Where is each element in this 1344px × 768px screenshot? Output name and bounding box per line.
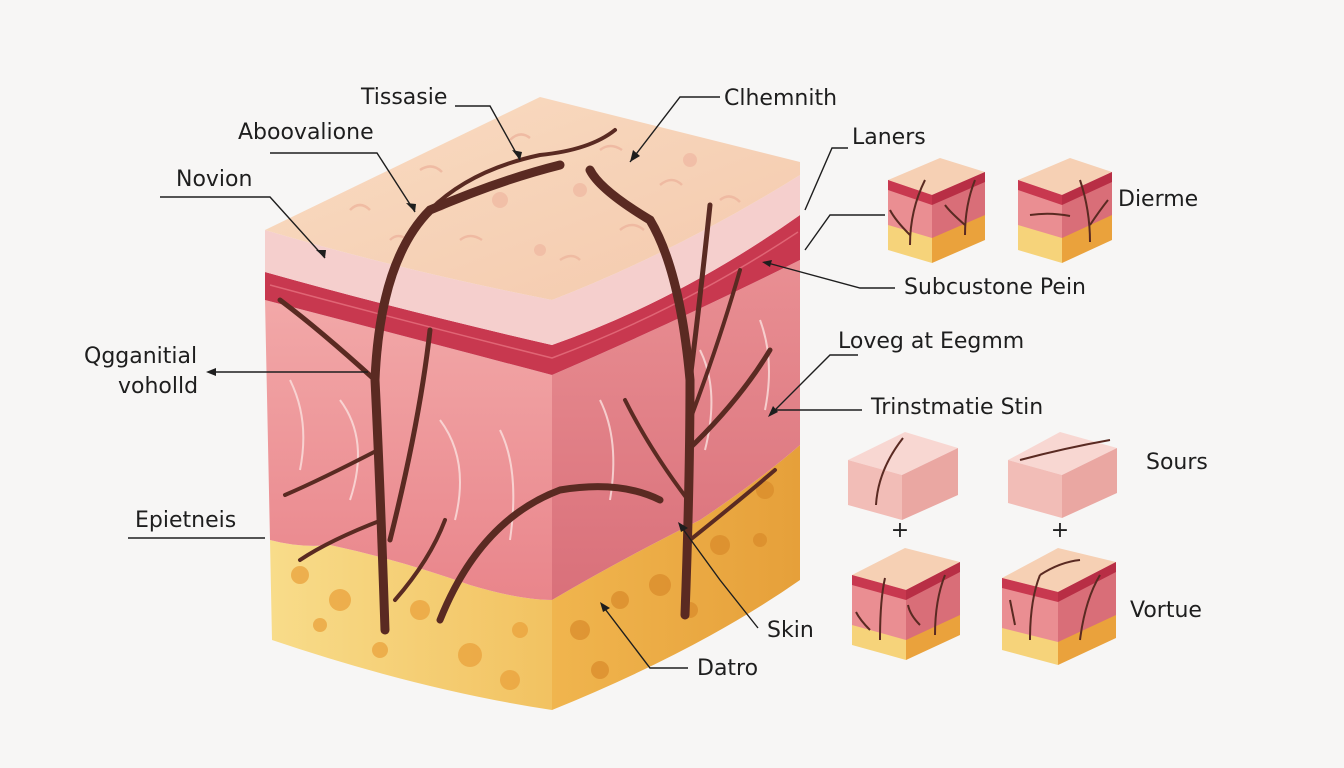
- label-epietneis: Epietneis: [135, 508, 236, 533]
- mini-block-f: [1002, 548, 1116, 665]
- fat-cells: [291, 566, 528, 690]
- label-aboovalione: Aboovalione: [238, 120, 374, 145]
- label-sours: Sours: [1146, 450, 1208, 475]
- main-skin-block: [265, 97, 800, 710]
- mini-block-e: [852, 548, 960, 660]
- label-clhemnith: Clhemnith: [724, 86, 837, 111]
- mini-block-c: [848, 432, 958, 520]
- mini-block-d: [1008, 432, 1117, 518]
- label-subcustone-pein: Subcustone Pein: [904, 275, 1086, 300]
- dermis-side: [552, 260, 800, 600]
- plus-sign-right: +: [1051, 518, 1069, 543]
- root-structures: [277, 128, 777, 635]
- leader-lines: [128, 96, 895, 669]
- fat-layer-front: [270, 540, 552, 710]
- fat-cells-side: [570, 481, 774, 679]
- mini-block-b: [1018, 158, 1112, 263]
- label-datro: Datro: [697, 656, 758, 681]
- label-vortue: Vortue: [1130, 598, 1202, 623]
- epidermis-band: [265, 175, 800, 345]
- fat-layer-side: [552, 445, 800, 710]
- label-qgganitial-line2: voholld: [118, 374, 198, 399]
- label-skin: Skin: [767, 618, 814, 643]
- label-tissasie: Tissasie: [360, 85, 447, 110]
- label-qgganitial-line1: Qgganitial: [84, 344, 197, 369]
- label-laners: Laners: [852, 125, 926, 150]
- mini-block-a: [888, 158, 985, 263]
- dermis-fibers: [289, 319, 770, 541]
- plus-sign-left: +: [891, 518, 909, 543]
- label-novion: Novion: [176, 167, 252, 192]
- label-trinstmatie-stin: Trinstmatie Stin: [870, 395, 1043, 420]
- label-loveg-at-eegmm: Loveg at Eegmm: [838, 329, 1024, 354]
- label-dierme: Dierme: [1118, 187, 1198, 212]
